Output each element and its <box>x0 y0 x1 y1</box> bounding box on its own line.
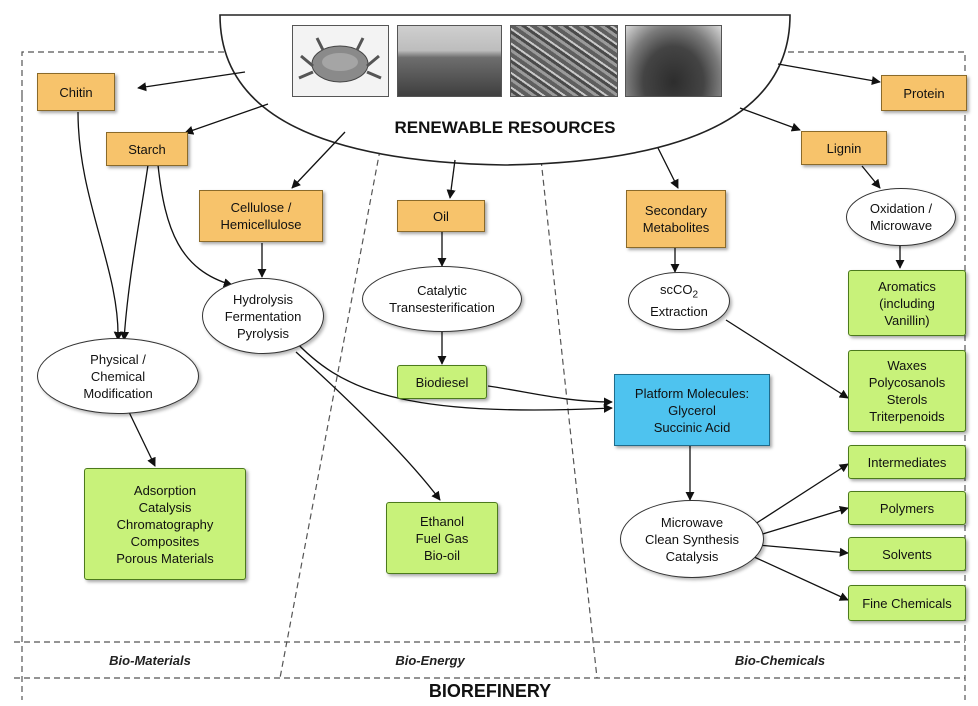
arrow-hydrolysis-platform <box>291 337 613 413</box>
arrow-hydrolysis-fuels <box>295 351 441 501</box>
fuels-label: Ethanol Fuel Gas Bio-oil <box>415 513 469 563</box>
microwave-synthesis-label: Microwave Clean Synthesis Catalysis <box>645 514 739 564</box>
starch-box: Starch <box>106 132 188 166</box>
straw-residue-photo <box>510 25 618 97</box>
materials-products-label: Adsorption Catalysis Chromatography Comp… <box>116 482 214 566</box>
protein-box: Protein <box>881 75 967 111</box>
arrow-biodiesel-platform <box>487 385 613 407</box>
biomass-heap-photo <box>625 25 722 97</box>
arrow-microwave-fine <box>751 555 849 601</box>
polymers-box: Polymers <box>848 491 966 525</box>
solvents-label: Solvents <box>882 546 932 562</box>
arrow-physical-materials <box>127 409 156 467</box>
lignin-box: Lignin <box>801 131 887 165</box>
aromatics-box: Aromatics (including Vanillin) <box>848 270 966 336</box>
arrow-dome-lignin <box>739 107 801 132</box>
fine-chemicals-box: Fine Chemicals <box>848 585 966 621</box>
hydrolysis-oval: Hydrolysis Fermentation Pyrolysis <box>202 278 324 354</box>
arrow-starch-physical <box>120 164 149 341</box>
intermediates-box: Intermediates <box>848 445 966 479</box>
arrow-chitin-physical <box>77 111 123 341</box>
arrow-sc-waxes <box>725 319 849 399</box>
platform-molecules-box: Platform Molecules: Glycerol Succinic Ac… <box>614 374 770 446</box>
secondary-metabolites-label: Secondary Metabolites <box>642 203 710 235</box>
arrow-dome-secondary <box>657 147 679 189</box>
platform-molecules-label: Platform Molecules: Glycerol Succinic Ac… <box>634 385 750 435</box>
waxes-label: Waxes Polycosanols Sterols Triterpenoids <box>868 358 946 424</box>
oil-box: Oil <box>397 200 485 232</box>
physical-modification-oval: Physical / Chemical Modification <box>37 338 199 414</box>
protein-label: Protein <box>903 85 945 101</box>
cellulose-box: Cellulose / Hemicellulose <box>199 190 323 242</box>
microwave-synthesis-oval: Microwave Clean Synthesis Catalysis <box>620 500 764 578</box>
hydrolysis-label: Hydrolysis Fermentation Pyrolysis <box>224 291 302 341</box>
solvents-box: Solvents <box>848 537 966 571</box>
oil-label: Oil <box>433 208 449 224</box>
polymers-label: Polymers <box>879 500 935 516</box>
section-bio-materials: Bio-Materials <box>109 653 191 668</box>
arrow-dome-cellulose <box>291 131 346 189</box>
lignin-label: Lignin <box>826 140 862 156</box>
arrow-dome-starch <box>184 103 269 135</box>
arrow-microwave-solvents <box>757 544 849 557</box>
extraction-text: Extraction <box>650 303 708 319</box>
starch-label: Starch <box>128 141 166 157</box>
resource-title: RENEWABLE RESOURCES <box>394 118 616 137</box>
scco2-subscript: 2 <box>692 289 699 301</box>
oxidation-microwave-label: Oxidation / Microwave <box>869 201 933 233</box>
arrow-starch-hydrolysis <box>157 164 233 288</box>
scco2-extraction-label: scCO2 Extraction <box>650 282 708 320</box>
chitin-label: Chitin <box>59 84 93 100</box>
secondary-metabolites-box: Secondary Metabolites <box>626 190 726 248</box>
arrow-dome-chitin <box>137 71 246 92</box>
biodiesel-box: Biodiesel <box>397 365 487 399</box>
fine-chemicals-label: Fine Chemicals <box>862 595 952 611</box>
section-bio-chemicals: Bio-Chemicals <box>734 653 826 668</box>
cellulose-label: Cellulose / Hemicellulose <box>220 200 302 232</box>
physical-modification-label: Physical / Chemical Modification <box>83 351 153 401</box>
scco2-prefix: scCO <box>659 282 693 298</box>
arrow-microwave-polymers <box>755 506 849 537</box>
intermediates-label: Intermediates <box>867 454 947 470</box>
arrow-dome-oil <box>446 159 456 199</box>
arrow-lignin-oxidation <box>861 165 881 189</box>
section-bio-energy: Bio-Energy <box>395 653 465 668</box>
aromatics-label: Aromatics (including Vanillin) <box>878 278 936 328</box>
biodiesel-label: Biodiesel <box>415 374 469 390</box>
fuels-box: Ethanol Fuel Gas Bio-oil <box>386 502 498 574</box>
waxes-box: Waxes Polycosanols Sterols Triterpenoids <box>848 350 966 432</box>
scco2-extraction-oval: scCO2 Extraction <box>628 272 730 330</box>
materials-products-box: Adsorption Catalysis Chromatography Comp… <box>84 468 246 580</box>
arrow-microwave-intermediates <box>751 463 849 527</box>
grass-field-photo <box>397 25 502 97</box>
chitin-box: Chitin <box>37 73 115 111</box>
arrow-dome-protein <box>777 63 881 86</box>
oxidation-microwave-oval: Oxidation / Microwave <box>846 188 956 246</box>
transesterification-oval: Catalytic Transesterification <box>362 266 522 332</box>
biorefinery-title: BIOREFINERY <box>428 681 552 701</box>
transesterification-label: Catalytic Transesterification <box>389 283 495 315</box>
crab-photo <box>292 25 389 97</box>
energy-right-divider <box>539 149 598 679</box>
